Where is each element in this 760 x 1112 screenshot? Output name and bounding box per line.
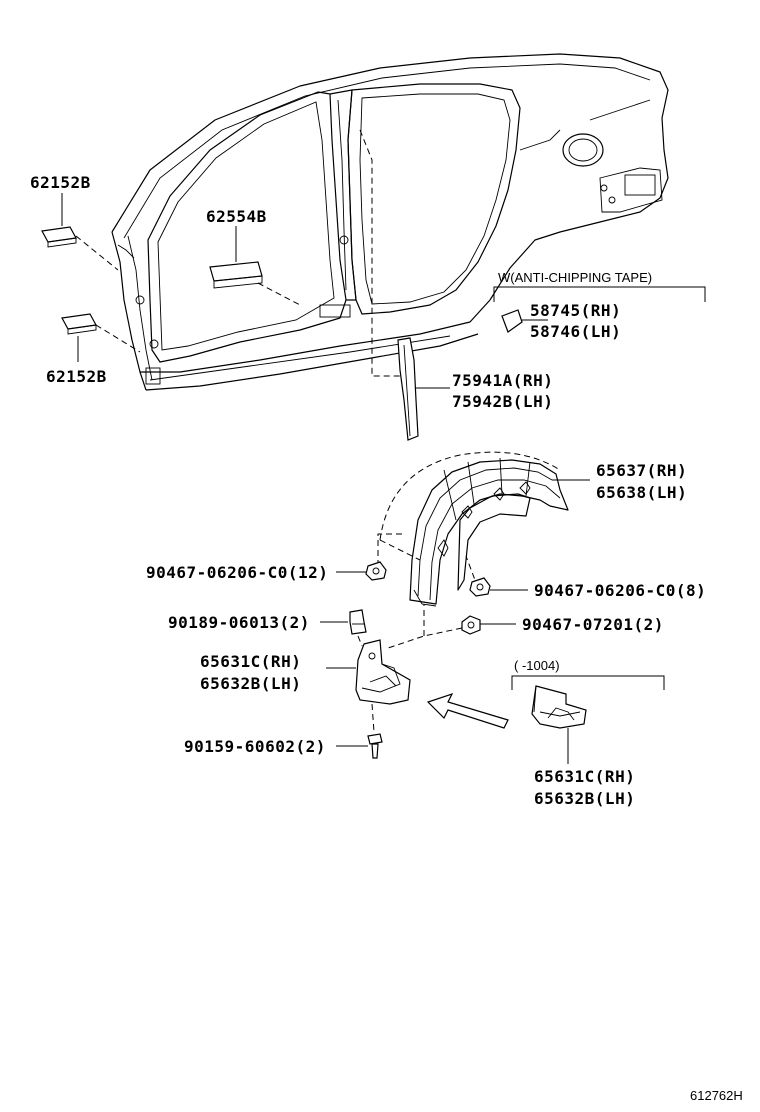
direction-arrow [426, 692, 509, 729]
label-58745-rh: 58745(RH) [530, 301, 621, 320]
clip-90189-06013[interactable] [349, 609, 367, 635]
label-65637-rh: 65637(RH) [596, 461, 687, 480]
silencer-pad-upper[interactable] [41, 226, 77, 248]
label-90467-07201: 90467-07201(2) [522, 615, 664, 634]
nut-90467-06206-12[interactable] [365, 561, 387, 581]
label-65631c-rh-alt: 65631C(RH) [534, 767, 635, 786]
label-65638-lh: 65638(LH) [596, 483, 687, 502]
clip-90467-07201[interactable] [461, 615, 481, 635]
silencer-pad-door[interactable] [209, 261, 263, 289]
label-62152b-lower: 62152B [46, 367, 107, 386]
label-65631c-rh: 65631C(RH) [200, 652, 301, 671]
label-58746-lh: 58746(LH) [530, 322, 621, 341]
label-90467-06206-c0-12: 90467-06206-C0(12) [146, 563, 328, 582]
label-62554b: 62554B [206, 207, 267, 226]
screw-90159-60602[interactable] [367, 733, 383, 759]
label-anti-chipping-tape: W(ANTI-CHIPPING TAPE) [498, 270, 652, 285]
nut-90467-06206-8[interactable] [469, 577, 491, 597]
label-90189-06013: 90189-06013(2) [168, 613, 310, 632]
label-90159-60602: 90159-60602(2) [184, 737, 326, 756]
illustration-number: 612762H [690, 1088, 743, 1103]
label-62152b-upper: 62152B [30, 173, 91, 192]
label-date-range: ( -1004) [514, 658, 560, 673]
rear-wheel-liner[interactable] [379, 451, 569, 607]
label-65632b-lh-alt: 65632B(LH) [534, 789, 635, 808]
mudguard-bracket[interactable] [355, 639, 411, 705]
label-90467-06206-c0-8: 90467-06206-C0(8) [534, 581, 706, 600]
label-75942b-lh: 75942B(LH) [452, 392, 553, 411]
silencer-pad-lower[interactable] [61, 313, 97, 335]
label-65632b-lh: 65632B(LH) [200, 674, 301, 693]
pillar-garnish[interactable] [397, 337, 419, 441]
mudguard-bracket-early-type[interactable] [531, 685, 587, 729]
anti-chipping-tape[interactable] [501, 309, 523, 333]
label-75941a-rh: 75941A(RH) [452, 371, 553, 390]
